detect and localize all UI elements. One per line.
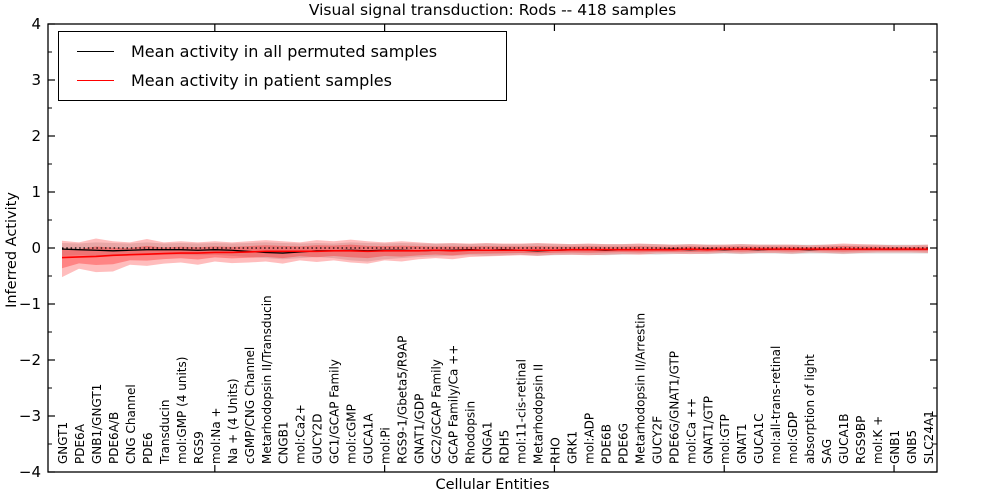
patient-inner-band [62, 244, 928, 269]
patient-mean-line [61, 248, 928, 259]
y-tick-label: −2 [19, 351, 41, 369]
x-category-label: CNGB1 [277, 421, 291, 464]
chart-title: Visual signal transduction: Rods -- 418 … [308, 1, 677, 19]
y-tick-label: −3 [19, 407, 41, 425]
x-category-label: mol:Ca ++ [684, 398, 698, 464]
x-category-label: mol:GMP (4 units) [175, 357, 189, 464]
x-category-label: PDE6G [616, 423, 630, 464]
x-category-label: Rhodopsin [464, 401, 478, 464]
x-category-label: RGS9 [192, 431, 206, 464]
x-category-label: PDE6A [73, 423, 87, 464]
x-category-label: GUCY2F [650, 416, 664, 464]
x-category-label: Transducin [158, 400, 172, 465]
x-category-label: absorption of light [803, 354, 817, 464]
x-category-label: mol:Pi [379, 427, 393, 464]
x-axis-label: Cellular Entities [435, 477, 550, 493]
legend-box: Mean activity in all permuted samples Me… [58, 31, 507, 101]
legend-label-permuted: Mean activity in all permuted samples [131, 42, 438, 61]
y-tick-label: 4 [31, 15, 41, 33]
y-tick-label: −4 [19, 463, 41, 481]
x-category-label: PDE6B [599, 424, 613, 464]
permuted-std-band [62, 242, 928, 262]
x-category-label: mol:ADP [582, 413, 596, 464]
x-category-label: mol:Na + [209, 407, 223, 464]
x-category-label: GNB1/GNGT1 [90, 384, 104, 464]
y-axis-label: Inferred Activity [4, 192, 20, 308]
x-category-label: mol:GTP [718, 414, 732, 464]
y-tick-label: −1 [19, 295, 41, 313]
x-category-label: GNB1 [888, 430, 902, 464]
x-category-label: GUCA1B [837, 413, 851, 464]
x-category-label: PDE6G/GNAT1/GTP [667, 351, 681, 464]
x-category-label: mol:cGMP [345, 404, 359, 464]
x-category-label: GCAP Family/Ca ++ [447, 345, 461, 464]
legend-label-patient: Mean activity in patient samples [131, 71, 392, 90]
legend-entry-patient: Mean activity in patient samples [59, 66, 506, 95]
y-tick-label: 2 [31, 127, 41, 145]
y-tick-label: 0 [31, 239, 41, 257]
x-category-label: SLC24A1 [922, 410, 936, 464]
x-category-label: CNGA1 [481, 422, 495, 465]
x-category-label: RDH5 [497, 430, 511, 464]
legend-line-sample-patient [77, 80, 114, 81]
x-category-label: Metarhodopsin II/Transducin [260, 295, 274, 464]
x-category-label: GNAT1 [735, 423, 749, 464]
x-category-label: mol:GDP [786, 412, 800, 464]
x-category-label: GUCA1C [752, 413, 766, 464]
x-category-label: PDE6 [141, 432, 155, 464]
x-category-label: GNGT1 [56, 422, 70, 464]
x-category-label: RGS9-1/Gbeta5/R9AP [396, 336, 410, 464]
x-category-label: RHO [548, 437, 562, 464]
x-category-label: GC1/GCAP Family [328, 359, 342, 464]
x-category-label: CNG Channel [124, 384, 138, 464]
x-category-label: PDE6A/B [107, 412, 121, 464]
x-category-label: Metarhodopsin II/Arrestin [633, 313, 647, 464]
y-tick-label: 1 [31, 183, 41, 201]
x-category-label: cGMP/CNG Channel [243, 347, 257, 464]
legend-entry-permuted: Mean activity in all permuted samples [59, 37, 506, 66]
x-category-label: GNAT1/GDP [413, 394, 427, 464]
x-category-label: GNB5 [905, 430, 919, 464]
legend-line-sample-permuted [77, 51, 114, 52]
x-category-label: SAG [820, 439, 834, 464]
x-category-label: Metarhodopsin II [531, 364, 545, 464]
x-category-label: GC2/GCAP Family [430, 359, 444, 464]
x-category-label: GRK1 [565, 431, 579, 464]
x-category-label: mol:K + [871, 416, 885, 464]
x-category-label: mol:Ca2+ [294, 404, 308, 464]
x-category-label: GUCA1A [362, 413, 376, 464]
x-category-label: mol:11-cis-retinal [514, 359, 528, 464]
x-category-label: Na + (4 Units) [226, 378, 240, 464]
x-category-label: GUCY2D [311, 414, 325, 464]
y-tick-label: 3 [31, 71, 41, 89]
x-category-label: mol:all-trans-retinal [769, 346, 783, 464]
x-category-label: GNAT1/GTP [701, 396, 715, 464]
x-category-label: RGS9BP [854, 416, 868, 464]
